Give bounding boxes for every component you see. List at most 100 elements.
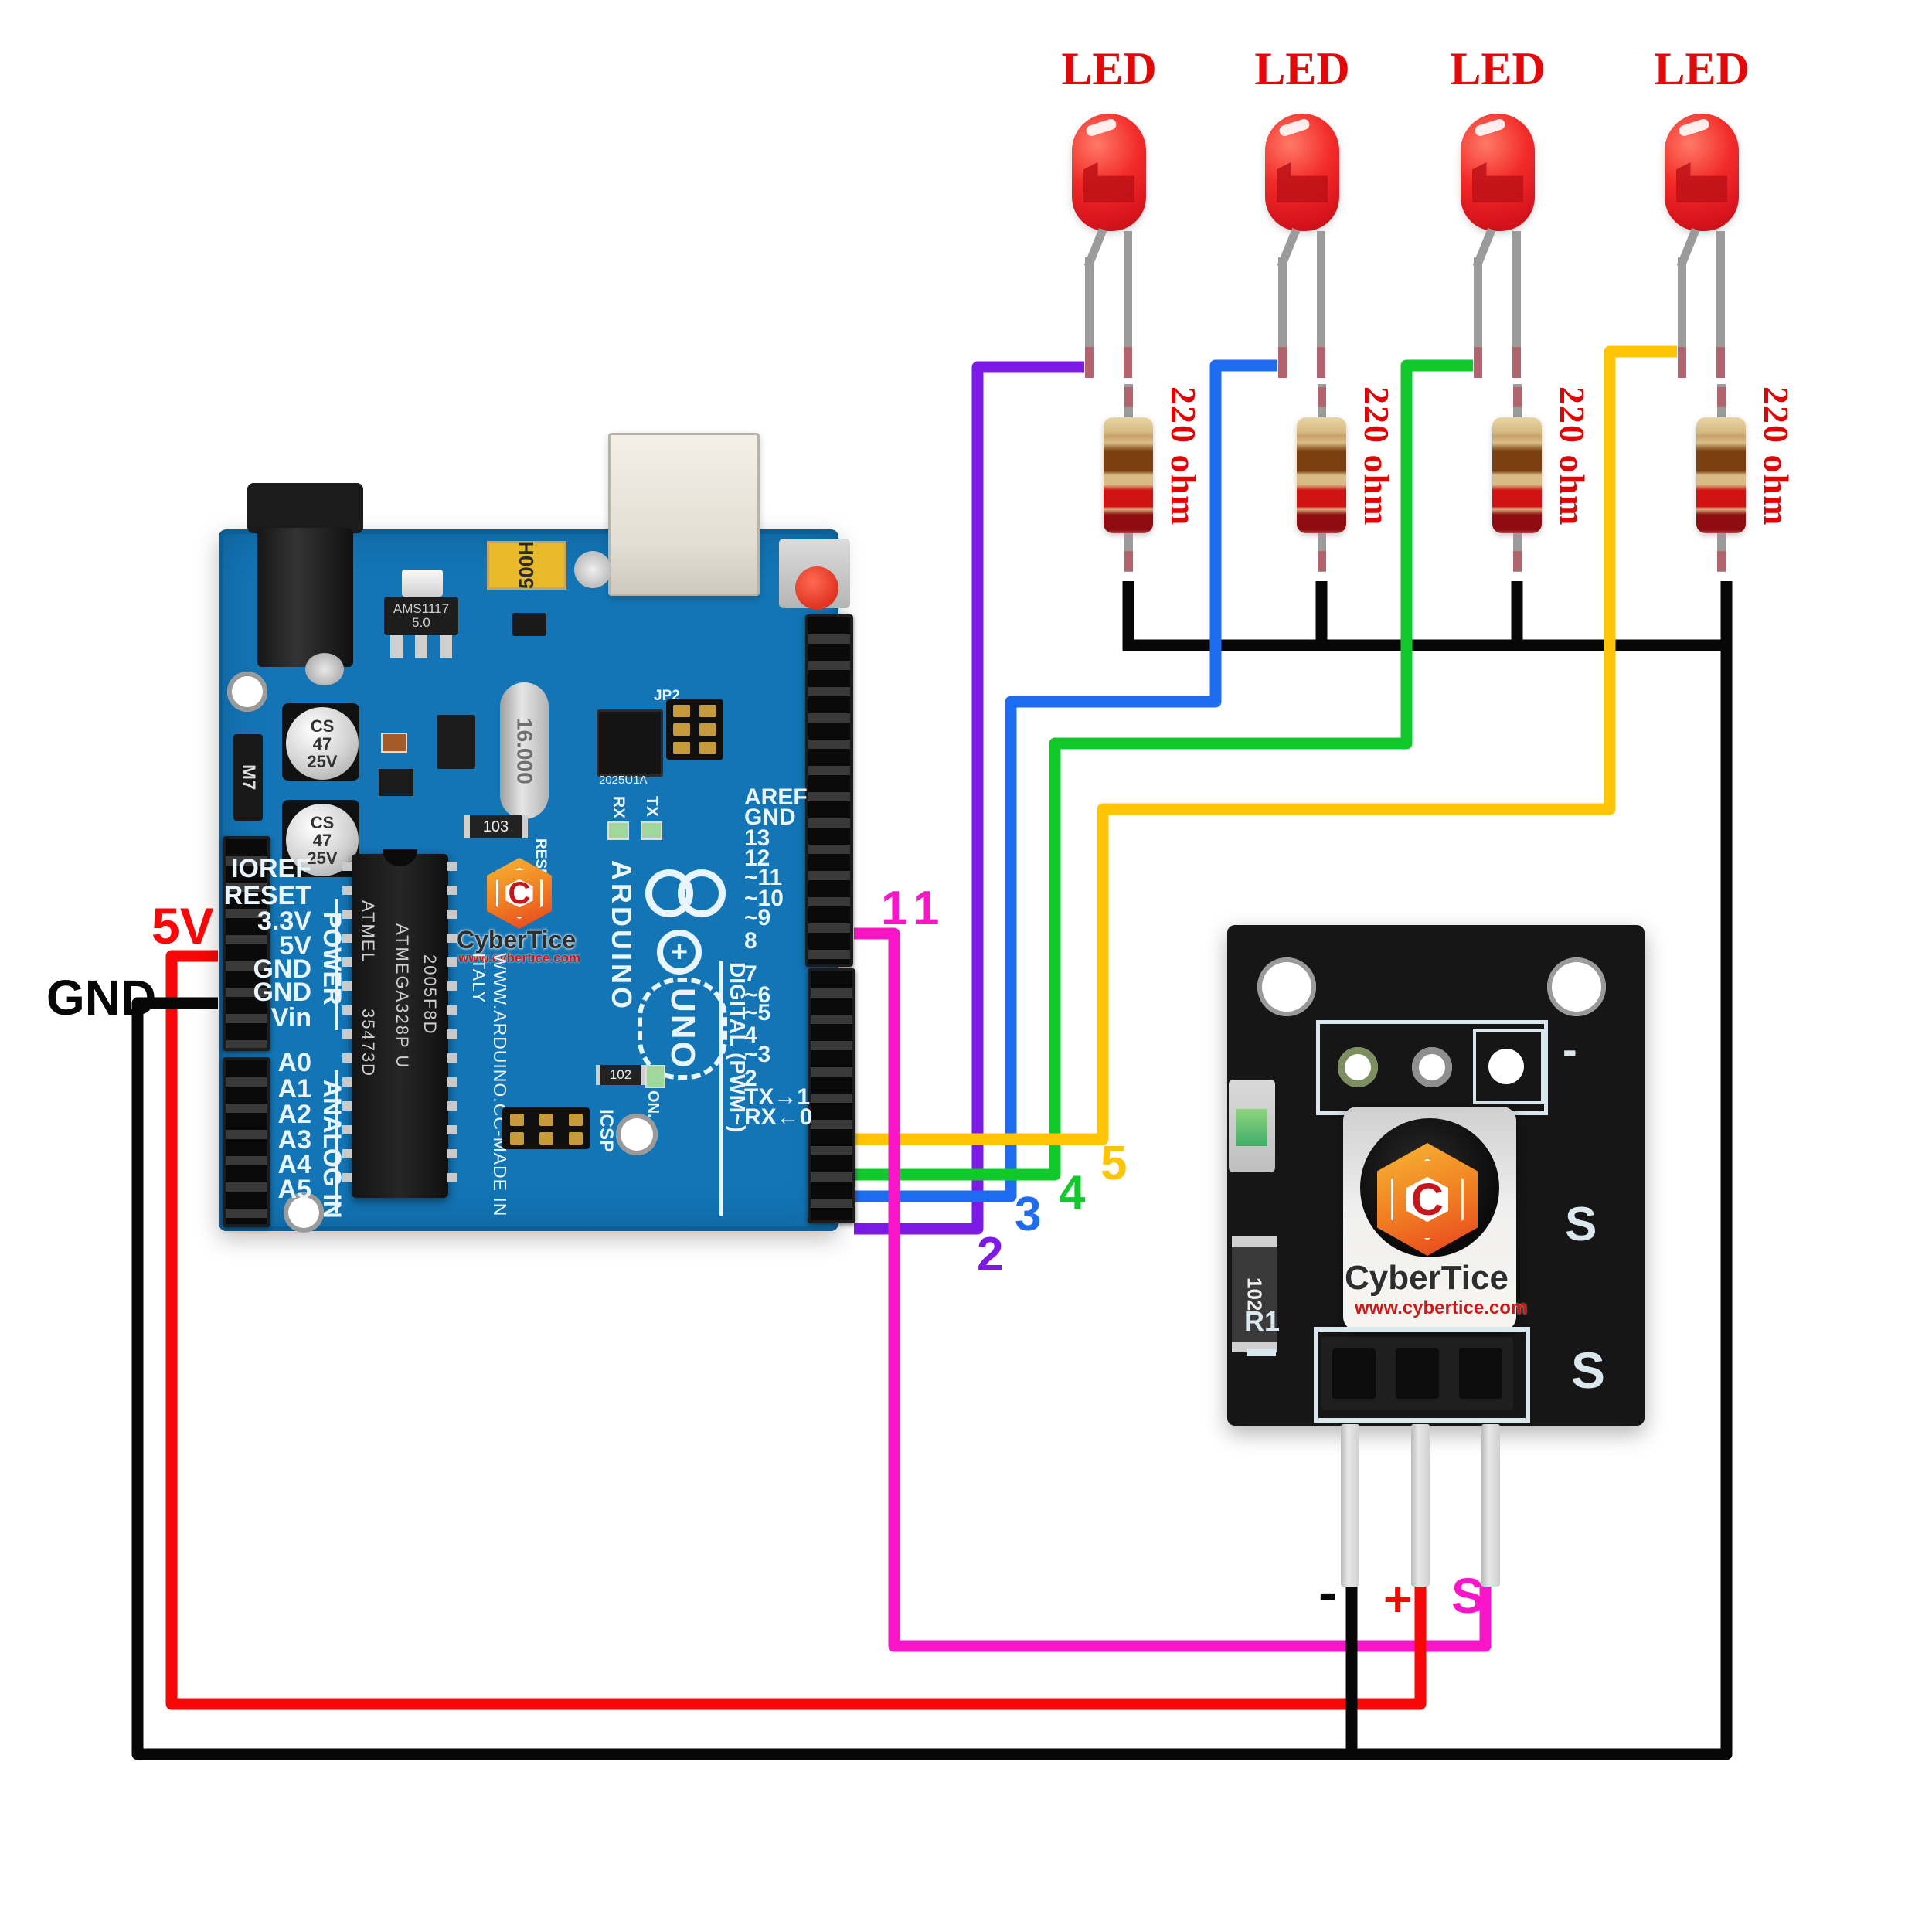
cap-text: CS <box>310 716 335 736</box>
pad-3 <box>1488 1049 1524 1084</box>
reset-button[interactable] <box>795 566 838 610</box>
resistor-4-lead-tip <box>1717 551 1726 571</box>
label-pin11: 11 <box>881 882 947 935</box>
led-3-anode-leg <box>1512 231 1521 378</box>
jp2-pin <box>699 723 716 736</box>
icsp-pin <box>510 1114 524 1126</box>
led-4-anode-leg <box>1716 231 1725 378</box>
cap-text: 47 <box>312 733 332 753</box>
capacitor-smd <box>402 570 443 597</box>
pin-label-a4: A4 <box>277 1150 311 1179</box>
usb-connector <box>608 433 760 596</box>
jp2-pin <box>673 705 690 717</box>
wire-gnd-black <box>131 581 1733 1760</box>
resistor-1-lead-tip <box>1124 387 1133 407</box>
resistor-array-103: 103 <box>464 815 528 838</box>
socket <box>1459 1348 1502 1399</box>
resistor-1-lead-tip <box>1124 551 1133 571</box>
resistor-3-value: 220 ohm <box>1553 386 1592 527</box>
mounting-hole <box>284 1192 324 1233</box>
diode-label: M7 <box>238 764 259 791</box>
module-minus-bar <box>1247 1349 1276 1356</box>
pin-label-vin: Vin <box>270 1003 311 1032</box>
regulator-leg <box>440 635 452 658</box>
module-hole <box>1257 957 1316 1016</box>
voltage-regulator: AMS1117 5.0 <box>384 597 458 635</box>
digital-header-top[interactable] <box>805 614 853 967</box>
uno-badge: UNO <box>638 978 727 1080</box>
resistor-2-body <box>1297 417 1346 533</box>
cap-text: 25V <box>307 751 338 771</box>
logo-c: C <box>505 879 533 908</box>
module-smd-label: 102 <box>1243 1277 1267 1311</box>
module-minus-silk: - <box>1563 1025 1577 1073</box>
resistor-1-body <box>1104 417 1153 533</box>
module-smd-resistor: 102 <box>1232 1236 1277 1352</box>
led-2-leg-tip <box>1278 347 1287 378</box>
chip-lot: 35473D <box>359 1009 378 1078</box>
made-in-silk: WWW.ARDUINO.CC-MADE IN ITALY <box>469 953 510 1217</box>
led-3-body <box>1461 114 1535 231</box>
pin-label-rx0: RX←0 <box>744 1104 813 1130</box>
ir-leg-plus <box>1411 1424 1430 1587</box>
digital-header-bottom[interactable] <box>808 968 855 1223</box>
icsp-pin <box>539 1114 553 1126</box>
analog-silk: ANALOG IN <box>318 1080 346 1219</box>
led-3: LED <box>1432 43 1563 386</box>
dc-jack-pin <box>305 653 344 685</box>
module-s-silk: S <box>1565 1198 1597 1251</box>
resistor-array-102: 102 <box>596 1065 645 1085</box>
pin-label-13: 13 <box>744 825 770 851</box>
tx-silk: TX <box>643 796 661 817</box>
ir-receiver-module: - C CyberTice www.cybertice.com S 102 R1… <box>1227 925 1645 1426</box>
smd-cap <box>381 733 407 753</box>
electrolytic-cap-2: CS 47 25V <box>286 804 359 876</box>
label-pin3: 3 <box>1015 1188 1042 1241</box>
pin-label-7: 7 <box>744 961 757 987</box>
led-4-leg-tip <box>1678 347 1686 378</box>
module-pin-header <box>1321 1337 1513 1410</box>
rx-silk: RX <box>610 796 628 819</box>
power-header[interactable] <box>223 836 270 1051</box>
led-4-cathode-leg <box>1678 257 1686 378</box>
chip-date: 2005F8D <box>420 954 440 1036</box>
pin-label-2: 2 <box>744 1066 757 1091</box>
usb-chip-silk: 2025U1A <box>599 774 648 787</box>
regulator-label2: 5.0 <box>412 615 430 630</box>
pin-label-9: ~9 <box>744 905 771 930</box>
icsp-silk: ICSP <box>596 1109 617 1153</box>
ir-leg-signal <box>1481 1424 1500 1587</box>
wire-pin11-magenta <box>854 927 1492 1652</box>
icsp-pin <box>569 1132 583 1145</box>
icsp-pin <box>539 1132 553 1145</box>
led-2-anode-leg <box>1317 231 1325 378</box>
led-3-leg-tip <box>1474 347 1482 378</box>
mounting-hole <box>227 672 267 712</box>
soic8-chip <box>437 715 475 769</box>
module-logo-url: www.cybertice.com <box>1355 1298 1528 1318</box>
pin-label-5v: 5V <box>279 931 311 961</box>
dip-pins-left <box>342 862 352 1190</box>
label-5v: 5V <box>151 897 214 954</box>
icsp-pin <box>510 1132 524 1145</box>
electrolytic-cap-1: CS 47 25V <box>286 707 359 780</box>
module-r1-silk: R1 <box>1244 1305 1281 1337</box>
pin-label-reset: RESET <box>223 881 311 910</box>
wire-pin3-blue <box>854 359 1277 1202</box>
label-ir-plus: + <box>1383 1571 1413 1627</box>
led-1-leg-tip <box>1124 347 1132 378</box>
solder-pad <box>574 551 611 588</box>
module-s-bottom-silk: S <box>1571 1342 1606 1399</box>
led-3-label: LED <box>1450 43 1546 94</box>
dc-jack <box>257 528 353 667</box>
arduino-silk: ARDUINO <box>606 860 638 1012</box>
cybertice-logo-url: www.cybertice.com <box>458 951 581 965</box>
analog-header[interactable] <box>223 1057 270 1227</box>
rx-led <box>607 821 629 840</box>
cap-text: 25V <box>307 848 338 868</box>
pad-3-square <box>1473 1029 1544 1104</box>
jp2-header <box>666 699 723 760</box>
pin-label-a0: A0 <box>277 1048 311 1077</box>
pin-label-ioref: IOREF <box>231 854 311 883</box>
